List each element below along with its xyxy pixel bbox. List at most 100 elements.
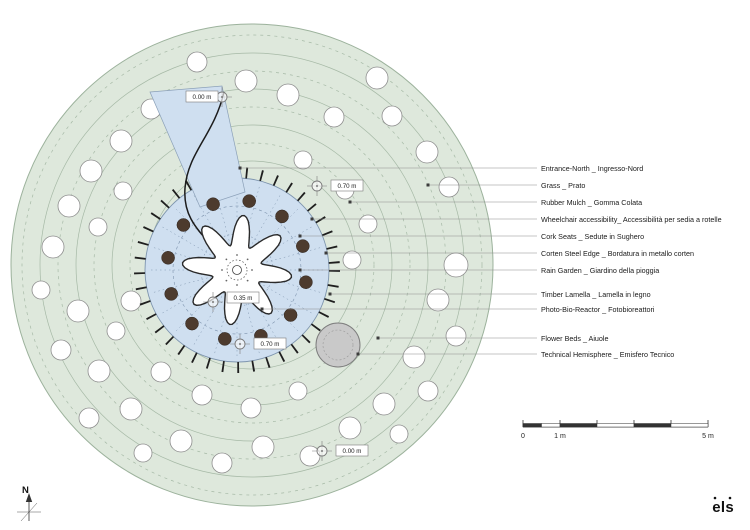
north-arrow-icon [25, 493, 33, 502]
flower-bed-circle [288, 381, 308, 401]
elevation-marker: 0.70 m [230, 334, 287, 354]
cork-seat [161, 251, 175, 265]
center-dot [246, 279, 249, 282]
flower-bed-circle [211, 452, 233, 474]
flower-bed-circle [415, 140, 439, 164]
center-dot [221, 269, 223, 271]
legend-label: Rain Garden _ Giardino della pioggia [541, 266, 659, 275]
cork-seat [164, 287, 178, 301]
legend-label: Timber Lamella _ Lamella in legno [541, 290, 651, 299]
legend-label: Flower Beds _ Aiuole [541, 334, 609, 343]
elevation-marker: 0.00 m [312, 441, 369, 461]
legend-label: Technical Hemisphere _ Emisfero Tecnico [541, 350, 674, 359]
technical-hemisphere-inner-ring [322, 329, 354, 361]
legend-item: Photo-Bio-Reactor _ Fotobioreattori [260, 305, 655, 314]
flower-bed-circle [445, 325, 467, 347]
legend-item: Wheelchair accessibility_ Accessibilità … [310, 215, 722, 224]
cork-seat [275, 209, 289, 224]
flower-bed-circle [66, 299, 90, 323]
flower-bed-circle [79, 159, 103, 183]
flower-bed-circle [365, 66, 389, 90]
flower-bed-circle [240, 397, 262, 419]
flower-bed-circle [443, 252, 469, 278]
flower-bed-circle [234, 69, 258, 93]
center-dots-group [221, 254, 253, 286]
legend-item: Entrance-North _ Ingresso-Nord [238, 164, 643, 173]
contour-ring [129, 142, 375, 388]
cork-seat [176, 218, 191, 232]
studio-logo: els [712, 496, 734, 516]
flower-bed-circle [389, 424, 409, 444]
legend-item: Grass _ Prato [426, 181, 585, 190]
flower-bed-circle [50, 339, 72, 361]
elevation-marker: 0.70 m [307, 176, 364, 196]
cork-seat [242, 194, 256, 208]
logo-dot [728, 496, 732, 500]
contour-ring [93, 106, 411, 424]
flower-bed-circle [338, 416, 362, 440]
flower-bed-circle [119, 397, 143, 421]
flower-bed-circle [106, 321, 126, 341]
radial-guide-line [192, 292, 225, 347]
legend-label: Cork Seats _ Sedute in Sughero [541, 232, 644, 241]
legend-item: Rubber Mulch _ Gomma Colata [348, 198, 642, 207]
radial-guide-line [262, 246, 323, 264]
scale-label-zero: 0 [521, 433, 525, 440]
radial-guide-line [160, 225, 215, 258]
legend: Entrance-North _ Ingresso-Nord Grass _ P… [238, 164, 722, 359]
elevation-marker: 0.00 m [185, 87, 232, 107]
flower-bed-circle [402, 345, 426, 369]
flower-bed-circle [293, 150, 313, 170]
legend-label: Rubber Mulch _ Gomma Colata [541, 198, 642, 207]
flower-bed-circle [41, 235, 65, 259]
cork-seat [185, 316, 199, 331]
flower-bed-circle [169, 429, 193, 453]
legend-label: Corten Steel Edge _ Bordatura in metallo… [541, 249, 694, 258]
elevation-label: 0.35 m [234, 295, 253, 302]
flower-bed-circle [186, 51, 208, 73]
cork-seat [206, 197, 220, 211]
scale-label-five: 5 m [702, 433, 714, 440]
radial-guide-line [243, 295, 261, 356]
cork-seat [283, 308, 298, 322]
scale-label-one: 1 m [554, 433, 566, 440]
cork-seats-group [161, 194, 313, 346]
logo-dot [713, 496, 717, 500]
flower-bed-circle [438, 176, 460, 198]
flower-bed-circle [358, 214, 378, 234]
flower-bed-circle [133, 443, 153, 463]
cork-seat [296, 239, 310, 253]
center-dotted-ring [226, 259, 248, 281]
cork-seat [218, 332, 232, 346]
radial-guide-line [151, 276, 212, 294]
flower-bed-circle [57, 194, 81, 218]
north-label: N [22, 485, 29, 496]
flower-bed-circle [120, 290, 142, 312]
elevation-label: 0.00 m [343, 448, 362, 455]
flower-bed-circle [150, 361, 172, 383]
entrance-wedge [149, 85, 246, 208]
flower-bed-circle [78, 407, 100, 429]
flower-bed-circle [342, 250, 362, 270]
legend-item: Flower Beds _ Aiuole [376, 334, 609, 343]
legend-item: Rain Garden _ Giardino della pioggia [298, 266, 659, 275]
flower-bed-circle [323, 106, 345, 128]
elevation-marker: 0.35 m [203, 291, 260, 312]
elevation-label: 0.00 m [193, 94, 212, 101]
flower-bed-circle [251, 435, 275, 459]
legend-item: Cork Seats _ Sedute in Sughero [298, 232, 644, 241]
center-dot [236, 284, 238, 286]
center-dot [225, 258, 228, 261]
center-circle [232, 265, 242, 275]
center-dot [251, 269, 253, 271]
legend-item: Technical Hemisphere _ Emisfero Tecnico [356, 350, 674, 359]
logo-text: els [712, 499, 734, 516]
legend-item: Corten Steel Edge _ Bordatura in metallo… [324, 249, 694, 258]
scale-bar: 0 1 m 5 m [521, 420, 714, 440]
flower-bed-circle [191, 384, 213, 406]
legend-label: Grass _ Prato [541, 181, 585, 190]
radial-guide-line [249, 193, 282, 248]
technical-hemisphere-circle [315, 322, 361, 368]
elevation-label: 0.70 m [261, 341, 280, 348]
